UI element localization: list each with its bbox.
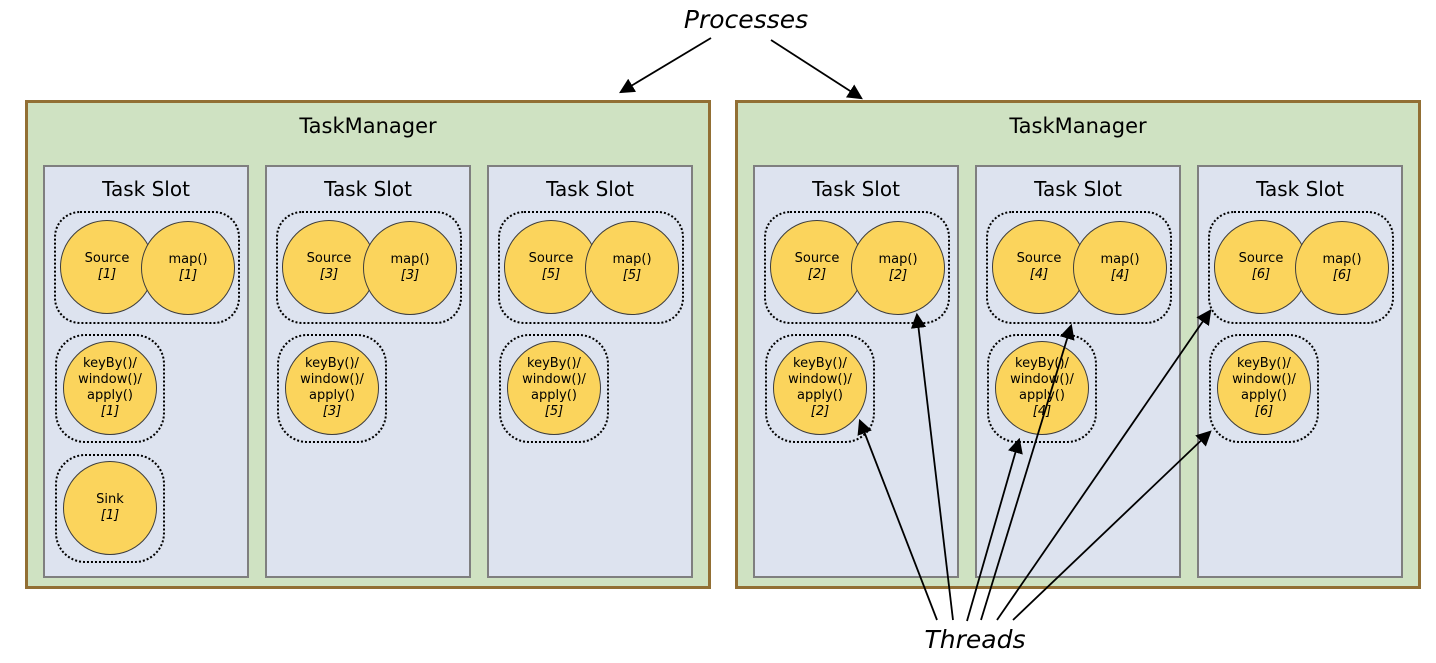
sink-group — [55, 454, 165, 563]
source-subtask-id: [6] — [1251, 267, 1271, 282]
map-subtask-id: [2] — [888, 268, 908, 283]
source-label: Source — [84, 250, 130, 266]
source-subtask-id: [2] — [807, 267, 827, 282]
task-slot-title: Task Slot — [812, 177, 900, 201]
source-map-group — [54, 211, 240, 324]
task-slot-1: Task Slot Source [1] map() [1] keyBy()/ … — [43, 165, 249, 578]
map-subtask-id: [6] — [1332, 268, 1352, 283]
window-line: window()/ — [788, 371, 852, 387]
keyby-group — [765, 334, 875, 443]
map-label: map() — [878, 251, 918, 267]
keyby-circle: keyBy()/ window()/ apply() [2] — [773, 341, 867, 435]
source-label: Source — [794, 250, 840, 266]
chain-subtask-id: [5] — [544, 404, 564, 420]
keyby-line: keyBy()/ — [305, 355, 359, 371]
apply-line: apply() — [531, 388, 577, 403]
sink-label: Sink — [96, 491, 124, 507]
task-slot-3: Task Slot Source [5] map() [5] keyBy()/ … — [487, 165, 693, 578]
keyby-group — [277, 334, 387, 443]
chain-subtask-id: [6] — [1254, 404, 1274, 420]
task-slot-5: Task Slot Source [4] map() [4] keyBy()/ … — [975, 165, 1181, 578]
window-line: window()/ — [300, 371, 364, 387]
taskmanager-box-2: TaskManager Task Slot Source [2] map() [… — [735, 100, 1421, 589]
keyby-line: keyBy()/ — [1015, 355, 1069, 371]
processes-arrow-left — [619, 37, 712, 94]
window-line: window()/ — [522, 371, 586, 387]
task-slot-title: Task Slot — [546, 177, 634, 201]
apply-line: apply() — [1241, 388, 1287, 403]
source-map-group — [498, 211, 684, 324]
keyby-line: keyBy()/ — [83, 355, 137, 371]
source-label: Source — [306, 250, 352, 266]
map-circle: map() [2] — [851, 221, 945, 315]
source-subtask-id: [3] — [319, 267, 339, 282]
taskmanager-box-1: TaskManager Task Slot Source [1] map() [… — [25, 100, 711, 589]
keyby-line: keyBy()/ — [793, 355, 847, 371]
sink-subtask-id: [1] — [100, 508, 120, 523]
apply-line: apply() — [1019, 388, 1065, 403]
source-circle: Source [6] — [1214, 220, 1308, 314]
source-map-group — [764, 211, 950, 324]
map-subtask-id: [4] — [1110, 268, 1130, 283]
keyby-circle: keyBy()/ window()/ apply() [4] — [995, 341, 1089, 435]
task-slot-title: Task Slot — [324, 177, 412, 201]
processes-arrow-right — [770, 39, 863, 100]
keyby-circle: keyBy()/ window()/ apply() [6] — [1217, 341, 1311, 435]
source-map-group — [276, 211, 462, 324]
map-circle: map() [1] — [141, 221, 235, 315]
map-subtask-id: [3] — [400, 268, 420, 283]
source-subtask-id: [1] — [97, 267, 117, 282]
source-circle: Source [1] — [60, 220, 154, 314]
source-subtask-id: [5] — [541, 267, 561, 282]
map-circle: map() [4] — [1073, 221, 1167, 315]
task-slot-title: Task Slot — [1034, 177, 1122, 201]
apply-line: apply() — [797, 388, 843, 403]
map-label: map() — [1100, 251, 1140, 267]
keyby-line: keyBy()/ — [527, 355, 581, 371]
task-slot-title: Task Slot — [102, 177, 190, 201]
chain-subtask-id: [2] — [810, 404, 830, 420]
map-label: map() — [390, 251, 430, 267]
processes-label: Processes — [683, 5, 809, 34]
keyby-circle: keyBy()/ window()/ apply() [1] — [63, 341, 157, 435]
source-subtask-id: [4] — [1029, 267, 1049, 282]
taskmanager-title: TaskManager — [299, 114, 437, 138]
keyby-group — [499, 334, 609, 443]
keyby-group — [55, 334, 165, 443]
source-map-group — [1208, 211, 1394, 324]
source-label: Source — [1238, 250, 1284, 266]
chain-subtask-id: [3] — [322, 404, 342, 420]
window-line: window()/ — [1010, 371, 1074, 387]
window-line: window()/ — [78, 371, 142, 387]
source-circle: Source [4] — [992, 220, 1086, 314]
task-slot-2: Task Slot Source [3] map() [3] keyBy()/ … — [265, 165, 471, 578]
source-circle: Source [2] — [770, 220, 864, 314]
chain-subtask-id: [4] — [1032, 404, 1052, 420]
map-subtask-id: [5] — [622, 268, 642, 283]
map-circle: map() [5] — [585, 221, 679, 315]
keyby-circle: keyBy()/ window()/ apply() [5] — [507, 341, 601, 435]
apply-line: apply() — [87, 388, 133, 403]
apply-line: apply() — [309, 388, 355, 403]
keyby-line: keyBy()/ — [1237, 355, 1291, 371]
map-label: map() — [168, 251, 208, 267]
sink-circle: Sink [1] — [63, 461, 157, 555]
map-label: map() — [612, 251, 652, 267]
keyby-circle: keyBy()/ window()/ apply() [3] — [285, 341, 379, 435]
source-circle: Source [3] — [282, 220, 376, 314]
task-slot-title: Task Slot — [1256, 177, 1344, 201]
threads-label: Threads — [924, 625, 1026, 654]
task-slot-4: Task Slot Source [2] map() [2] keyBy()/ … — [753, 165, 959, 578]
task-slot-6: Task Slot Source [6] map() [6] keyBy()/ … — [1197, 165, 1403, 578]
source-label: Source — [1016, 250, 1062, 266]
map-subtask-id: [1] — [178, 268, 198, 283]
map-label: map() — [1322, 251, 1362, 267]
map-circle: map() [3] — [363, 221, 457, 315]
map-circle: map() [6] — [1295, 221, 1389, 315]
window-line: window()/ — [1232, 371, 1296, 387]
chain-subtask-id: [1] — [100, 404, 120, 420]
taskmanager-title: TaskManager — [1009, 114, 1147, 138]
source-circle: Source [5] — [504, 220, 598, 314]
source-label: Source — [528, 250, 574, 266]
